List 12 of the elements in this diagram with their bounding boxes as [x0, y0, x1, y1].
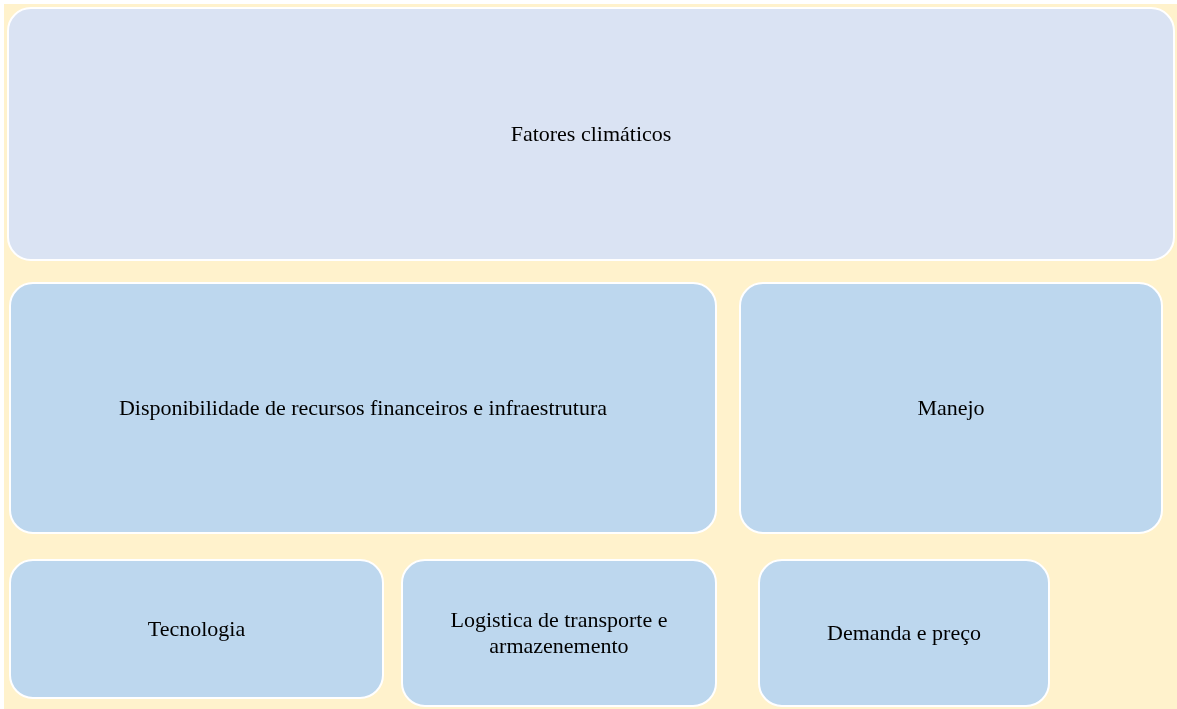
box-label: Demanda e preço	[827, 620, 981, 646]
box-label: Logistica de transporte e armazenemento	[449, 607, 669, 659]
rounded-box	[401, 559, 717, 707]
rounded-box	[7, 7, 1175, 261]
box-label: Manejo	[917, 395, 985, 421]
rounded-box	[758, 559, 1050, 707]
box-label: Fatores climáticos	[510, 121, 672, 147]
rounded-box	[9, 282, 717, 534]
rounded-box	[9, 559, 384, 699]
box-label: Tecnologia	[147, 616, 246, 642]
rounded-box	[739, 282, 1163, 534]
box-label: Disponibilidade de recursos financeiros e infraestrutura	[118, 395, 608, 421]
